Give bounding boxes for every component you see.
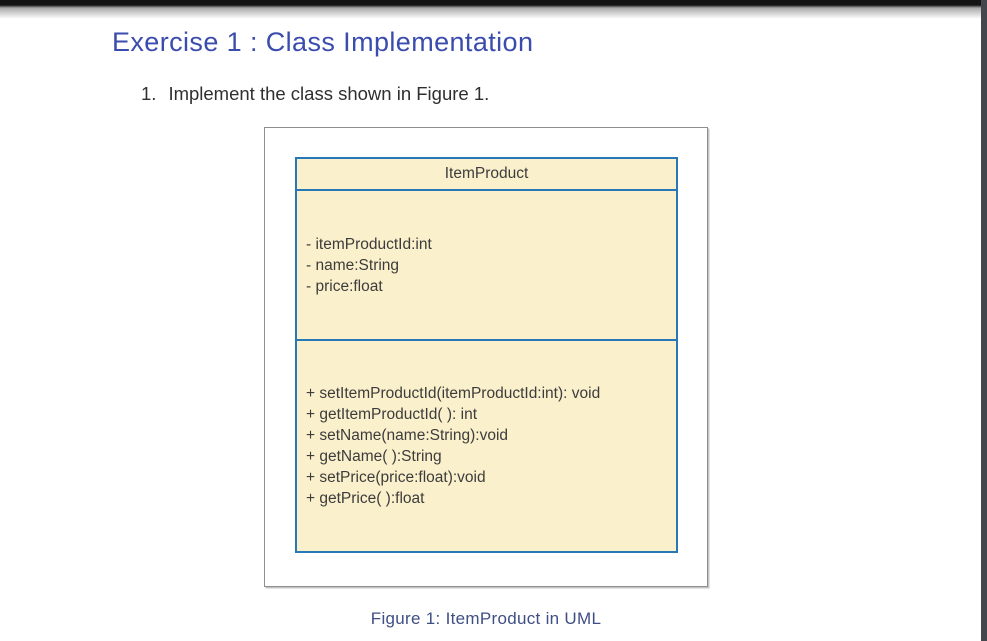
uml-attributes-compartment: - itemProductId:int - name:String - pric… (297, 191, 676, 341)
uml-class-box: ItemProduct - itemProductId:int - name:S… (295, 157, 678, 553)
uml-method: + setName(name:String):void (306, 427, 509, 444)
viewer-top-edge (0, 0, 987, 20)
instruction-line: 1. Implement the class shown in Figure 1… (141, 83, 489, 105)
uml-method: + setItemProductId(itemProductId:int): v… (306, 385, 601, 402)
viewer-right-edge (981, 0, 987, 641)
uml-attribute: - name:String (306, 256, 400, 274)
uml-method: + getName( ):String (306, 448, 442, 465)
page-title: Exercise 1 : Class Implementation (112, 27, 534, 57)
uml-class-name-compartment: ItemProduct (297, 159, 676, 191)
uml-method: + getPrice( ):float (306, 490, 425, 507)
instruction-text: Implement the class shown in Figure 1. (168, 83, 490, 104)
uml-methods-compartment: + setItemProductId(itemProductId:int): v… (297, 341, 676, 551)
uml-class-name: ItemProduct (444, 165, 529, 182)
uml-method: + setPrice(price:float):void (306, 469, 486, 486)
uml-method: + getItemProductId( ): int (306, 406, 478, 423)
uml-attribute: - itemProductId:int (306, 235, 432, 253)
figure-caption: Figure 1: ItemProduct in UML (370, 609, 602, 628)
figure-frame: ItemProduct - itemProductId:int - name:S… (264, 127, 708, 587)
uml-attribute: - price:float (306, 277, 383, 295)
instruction-number: 1. (141, 83, 157, 104)
